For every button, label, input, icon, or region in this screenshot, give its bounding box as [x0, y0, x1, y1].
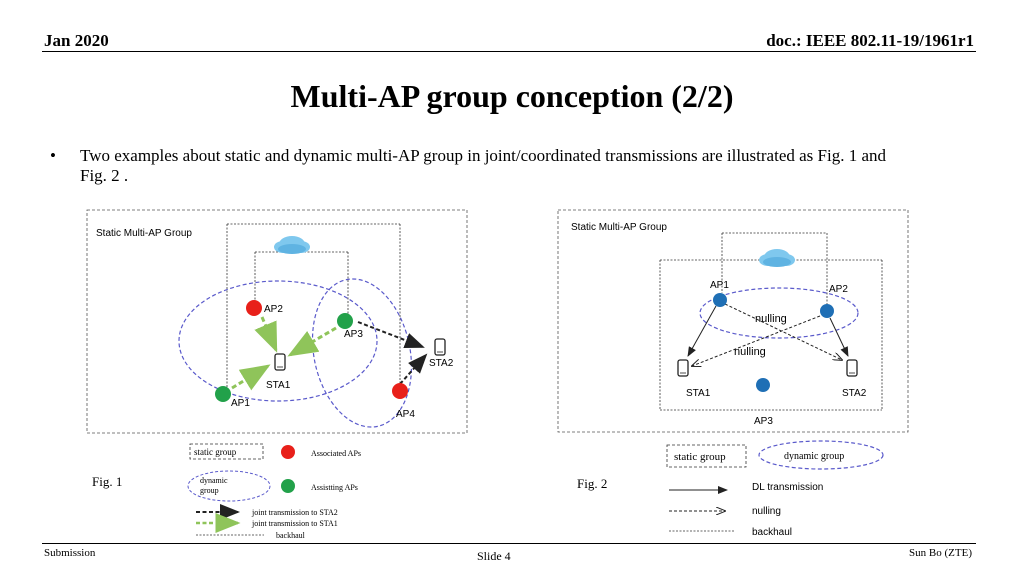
- fig2-legend: static group dynamic group DL transmissi…: [666, 440, 884, 538]
- fig2-legend-static-label: static group: [674, 451, 726, 463]
- fig2-backhaul-lines: [659, 232, 883, 411]
- fig1-sta2-phone-icon: [434, 338, 446, 356]
- fig2-legend-static-box: [666, 444, 747, 468]
- fig1-group-label: Static Multi-AP Group: [96, 228, 192, 239]
- fig2-sta1-label: STA1: [686, 388, 711, 399]
- fig2-dl-ap2-sta2: [829, 317, 849, 357]
- fig2-ap1-label: AP1: [710, 280, 729, 291]
- fig2-cloud-icon: [759, 249, 795, 267]
- bullet-text: Two examples about static and dynamic mu…: [80, 146, 887, 185]
- fig1-ap4-node: [392, 383, 408, 399]
- fig1-cloud-icon: [274, 236, 310, 254]
- fig2-legend-backhaul-label: backhaul: [752, 527, 792, 538]
- fig1-ap3-label: AP3: [344, 329, 363, 340]
- fig2-group-label: Static Multi-AP Group: [571, 222, 667, 233]
- fig2-nulling-label-2: nulling: [734, 346, 766, 358]
- fig2-nulling-label-1: nulling: [755, 313, 787, 325]
- fig1-legend: static group Associated APs dynamic grou…: [187, 443, 361, 540]
- fig1-caption: Fig. 1: [92, 474, 123, 489]
- fig1-arrow-ap1-sta1: [231, 364, 271, 391]
- fig1-arrow-ap4-sta2: [399, 353, 428, 385]
- fig1-ap4-label: AP4: [396, 409, 415, 420]
- header-date: Jan 2020: [44, 31, 109, 50]
- fig2-sta2-phone-icon: [846, 359, 858, 377]
- fig1-arrow-ap3-sta2: [357, 321, 425, 349]
- fig1-ap2-node: [246, 300, 262, 316]
- fig1-legend-dynamic-ellipse: [187, 470, 271, 502]
- header-divider: [42, 51, 976, 52]
- fig2-legend-dl-label: DL transmission: [752, 482, 823, 493]
- fig1-ap3-node: [337, 313, 353, 329]
- fig2-legend-dynamic-ellipse: [758, 440, 884, 470]
- bullet-marker: •: [50, 146, 56, 165]
- fig1-ap2-label: AP2: [264, 304, 283, 315]
- fig2-ap1-node: [713, 293, 727, 307]
- footer-divider: [42, 543, 976, 544]
- header-doc-id: doc.: IEEE 802.11-19/1961r1: [766, 31, 974, 50]
- fig1-legend-joint-sta1-label: joint transmission to STA1: [251, 519, 338, 528]
- fig1-legend-static-label: static group: [194, 447, 237, 457]
- footer-author: Sun Bo (ZTE): [909, 547, 972, 559]
- slide-title: Multi-AP group conception (2/2): [290, 78, 734, 114]
- fig1-sta1-phone-icon: [274, 353, 286, 371]
- figure-2: Static Multi-AP Group AP1 AP2 AP3 nullin…: [557, 209, 909, 433]
- fig2-caption: Fig. 2: [577, 476, 608, 491]
- fig1-legend-static-box: [189, 443, 264, 460]
- fig2-ap2-label: AP2: [829, 284, 848, 295]
- fig1-sta2-label: STA2: [429, 358, 454, 369]
- fig1-arrow-ap3-sta1: [287, 326, 337, 357]
- figure-1: Static Multi-AP Group AP2 AP3: [86, 209, 468, 434]
- fig1-sta1-label: STA1: [266, 380, 291, 391]
- fig1-dynamic-group-1: [178, 280, 378, 402]
- fig2-ap2-node: [820, 304, 834, 318]
- fig1-ap1-node: [215, 386, 231, 402]
- fig2-static-group-box: [557, 209, 909, 433]
- fig2-nulling-ap2-sta1: [692, 315, 821, 366]
- fig2-ap3-node: [756, 378, 770, 392]
- fig1-ap1-label: AP1: [231, 398, 250, 409]
- fig2-legend-dynamic-label: dynamic group: [784, 451, 844, 462]
- fig1-legend-backhaul-label: backhaul: [276, 531, 306, 540]
- fig1-arrow-ap2-sta1: [254, 316, 278, 353]
- fig2-dynamic-group: [699, 287, 859, 339]
- fig1-legend-associated-label: Associated APs: [311, 449, 361, 458]
- fig1-legend-joint-sta2-label: joint transmission to STA2: [251, 508, 338, 517]
- fig2-dl-ap1-sta1: [687, 305, 717, 357]
- fig1-legend-dynamic-label: dynamic group: [200, 476, 228, 495]
- fig1-static-group-box: [86, 209, 468, 434]
- fig2-legend-nulling-label: nulling: [752, 506, 781, 517]
- fig1-legend-assisting-label: Assistting APs: [311, 483, 358, 492]
- fig1-legend-assisting-dot: [281, 479, 295, 493]
- fig2-sta2-label: STA2: [842, 388, 867, 399]
- fig1-legend-associated-dot: [281, 445, 295, 459]
- fig2-sta1-phone-icon: [677, 359, 689, 377]
- footer-slide-number: Slide 4: [477, 549, 511, 563]
- fig2-nulling-ap1-sta2: [724, 303, 842, 360]
- footer-submission: Submission: [44, 547, 96, 559]
- fig2-ap3-label: AP3: [754, 416, 773, 427]
